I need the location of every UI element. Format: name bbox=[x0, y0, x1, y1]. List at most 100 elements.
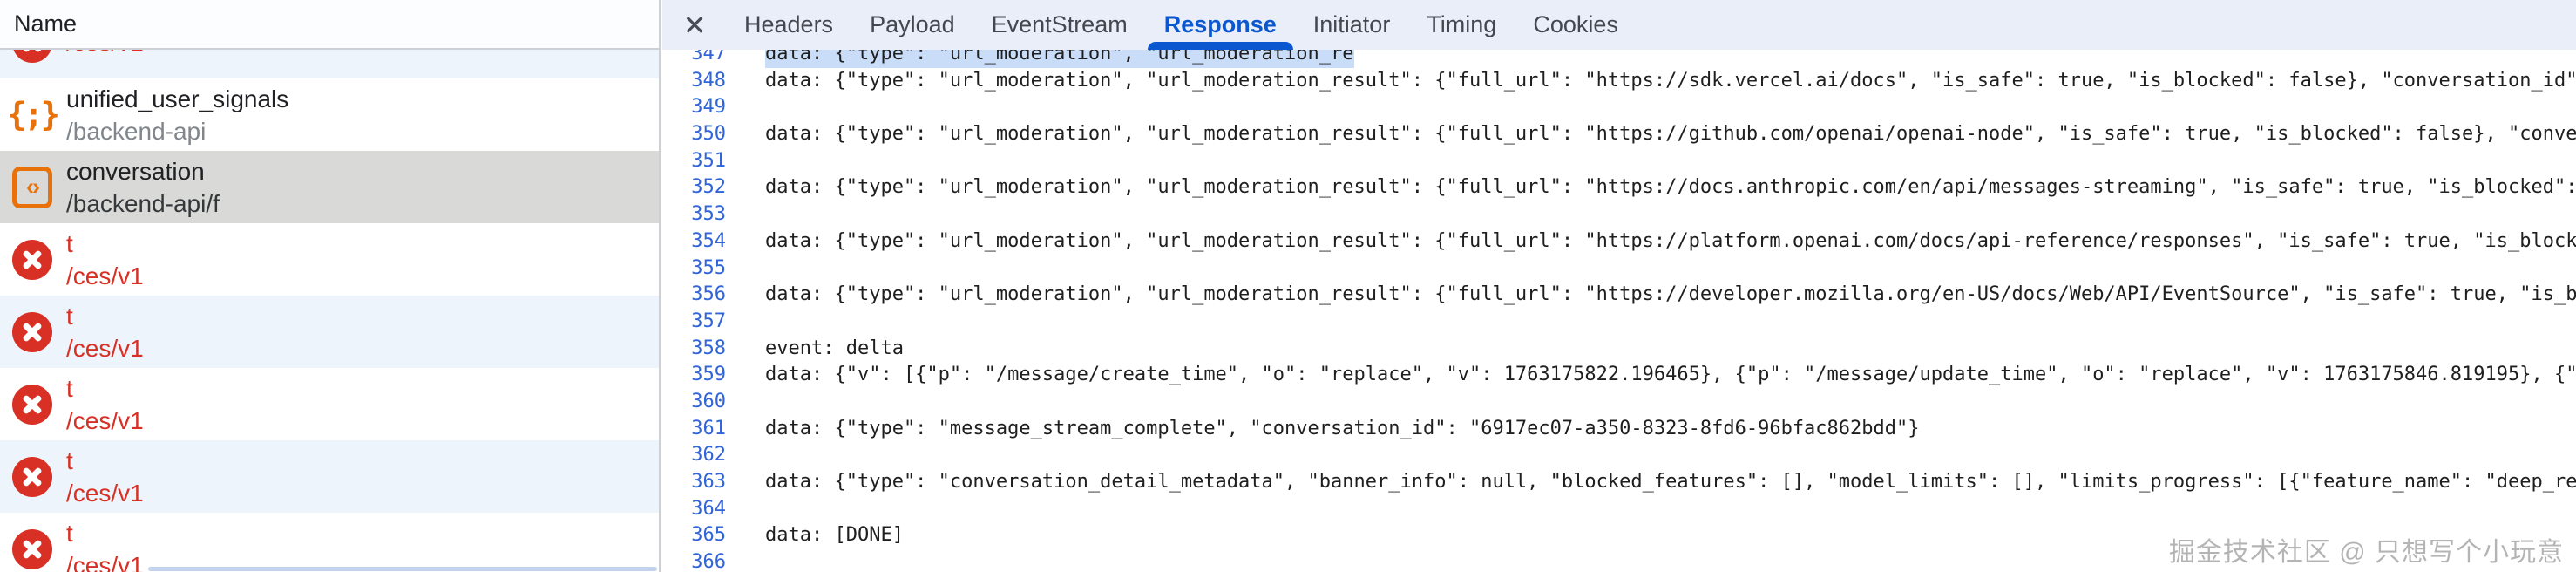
code-line: 366 bbox=[662, 549, 2576, 572]
request-name: t bbox=[66, 302, 73, 330]
request-row[interactable]: {;}unified_user_signals/backend-api bbox=[0, 78, 659, 151]
request-row[interactable]: /ces/v1 bbox=[0, 50, 659, 78]
code-line: 361 data: {"type": "message_stream_comple… bbox=[662, 416, 2576, 443]
line-number: 356 bbox=[691, 283, 726, 306]
tab-timing[interactable]: Timing bbox=[1427, 0, 1496, 50]
request-row[interactable]: t/ces/v1 bbox=[0, 223, 659, 296]
line-number: 353 bbox=[691, 203, 726, 226]
line-text: data: [DONE] bbox=[765, 524, 904, 547]
request-path: /backend-api/f bbox=[66, 189, 220, 217]
line-text: data: {"type": "url_moderation", "url_mo… bbox=[765, 176, 2576, 199]
json-fetch-icon: {;} bbox=[7, 92, 60, 138]
line-text: data: {"type": "message_stream_complete"… bbox=[765, 417, 1920, 439]
request-row-texts: unified_user_signals/backend-api bbox=[66, 83, 288, 147]
error-icon bbox=[12, 384, 52, 425]
line-number: 365 bbox=[691, 524, 726, 547]
request-name: t bbox=[66, 374, 73, 402]
line-text: data: {"type": "url_moderation", "url_mo… bbox=[765, 229, 2576, 252]
close-icon[interactable]: ✕ bbox=[675, 0, 715, 50]
code-line: 362 bbox=[662, 442, 2576, 469]
request-path: /ces/v1 bbox=[66, 50, 144, 58]
line-text: data: {"type": "url_moderation", "url_mo… bbox=[765, 50, 1354, 68]
tab-eventstream[interactable]: EventStream bbox=[992, 0, 1128, 50]
name-column-header[interactable]: Name bbox=[0, 0, 659, 50]
request-row-texts: t/ces/v1 bbox=[66, 228, 144, 292]
request-name: conversation bbox=[66, 157, 205, 185]
request-row[interactable]: t/ces/v1 bbox=[0, 296, 659, 368]
code-line: 357 bbox=[662, 309, 2576, 336]
tab-response[interactable]: Response bbox=[1147, 0, 1293, 50]
line-number: 352 bbox=[691, 176, 726, 199]
code-line: 349 bbox=[662, 94, 2576, 121]
line-number: 362 bbox=[691, 444, 726, 466]
json-fetch-icon: {;} bbox=[7, 96, 60, 133]
tab-cookies[interactable]: Cookies bbox=[1533, 0, 1618, 50]
request-name: t bbox=[66, 519, 73, 547]
network-request-list: Name /ces/v1 {;}unified_user_signals/back… bbox=[0, 0, 661, 572]
error-icon bbox=[10, 382, 54, 427]
request-rows-viewport: /ces/v1 {;}unified_user_signals/backend-a… bbox=[0, 50, 659, 572]
request-row[interactable]: t/ces/v1 bbox=[0, 440, 659, 513]
error-icon bbox=[12, 311, 52, 352]
error-icon bbox=[12, 456, 52, 497]
request-name: unified_user_signals bbox=[66, 85, 289, 112]
line-text: data: {"type": "url_moderation", "url_mo… bbox=[765, 123, 2576, 146]
tab-payload[interactable]: Payload bbox=[870, 0, 955, 50]
line-number: 351 bbox=[691, 149, 726, 172]
request-path: /ces/v1 bbox=[66, 479, 144, 507]
request-name: t bbox=[66, 446, 73, 474]
request-detail-panel: ✕ Headers Payload EventStream Response Initi… bbox=[662, 0, 2576, 572]
code-line: 354 data: {"type": "url_moderation", "url… bbox=[662, 228, 2576, 255]
line-text: data: {"type": "url_moderation", "url_mo… bbox=[765, 69, 2576, 92]
line-text: event: delta bbox=[765, 337, 904, 359]
line-number: 354 bbox=[691, 229, 726, 252]
code-line: 364 bbox=[662, 496, 2576, 523]
request-row-texts: conversation/backend-api/f bbox=[66, 155, 220, 220]
tab-headers[interactable]: Headers bbox=[744, 0, 833, 50]
error-icon bbox=[12, 239, 52, 280]
line-number: 360 bbox=[691, 390, 726, 412]
error-icon bbox=[10, 527, 54, 572]
code-line: 353 bbox=[662, 201, 2576, 228]
request-path: /ces/v1 bbox=[66, 334, 144, 362]
error-icon bbox=[10, 50, 54, 65]
line-number: 357 bbox=[691, 310, 726, 332]
line-number: 349 bbox=[691, 96, 726, 119]
tab-initiator[interactable]: Initiator bbox=[1313, 0, 1391, 50]
watermark: 掘金技术社区 @ 只想写个小玩意 bbox=[2168, 538, 2564, 567]
request-path: /ces/v1 bbox=[66, 406, 144, 434]
line-number: 361 bbox=[691, 417, 726, 439]
code-line: 352 data: {"type": "url_moderation", "url… bbox=[662, 174, 2576, 201]
line-text: data: {"type": "conversation_detail_meta… bbox=[765, 471, 2576, 493]
error-icon bbox=[10, 310, 54, 355]
line-text: data: {"type": "url_moderation", "url_mo… bbox=[765, 283, 2576, 306]
line-number: 366 bbox=[691, 551, 726, 572]
request-rows: /ces/v1 {;}unified_user_signals/backend-a… bbox=[0, 50, 659, 572]
line-number: 355 bbox=[691, 256, 726, 279]
request-row[interactable]: t/ces/v1 bbox=[0, 513, 659, 572]
line-number: 347 bbox=[691, 50, 726, 65]
code-line: 356 data: {"type": "url_moderation", "url… bbox=[662, 282, 2576, 309]
response-body-viewer[interactable]: 347 data: {"type": "url_moderation", "url… bbox=[662, 50, 2576, 572]
request-row[interactable]: t/ces/v1 bbox=[0, 368, 659, 440]
request-row[interactable]: ‹› conversation/backend-api/f bbox=[0, 151, 659, 223]
error-icon bbox=[12, 528, 52, 569]
horizontal-scrollbar-thumb[interactable] bbox=[148, 567, 657, 571]
request-path: /ces/v1 bbox=[66, 262, 144, 289]
code-line: 360 bbox=[662, 389, 2576, 416]
detail-tabs: Headers Payload EventStream Response Initiat… bbox=[744, 0, 1618, 50]
request-row-texts: t/ces/v1 bbox=[66, 517, 144, 572]
error-icon bbox=[10, 454, 54, 500]
code-document-icon: ‹› bbox=[12, 166, 52, 208]
request-name: t bbox=[66, 229, 73, 257]
line-number: 363 bbox=[691, 471, 726, 493]
request-row-texts: /ces/v1 bbox=[66, 50, 144, 58]
code-document-icon: ‹› bbox=[10, 165, 54, 210]
error-icon bbox=[12, 50, 52, 63]
request-row-texts: t/ces/v1 bbox=[66, 445, 144, 509]
request-detail-tabbar: ✕ Headers Payload EventStream Response Initi… bbox=[662, 0, 2576, 50]
